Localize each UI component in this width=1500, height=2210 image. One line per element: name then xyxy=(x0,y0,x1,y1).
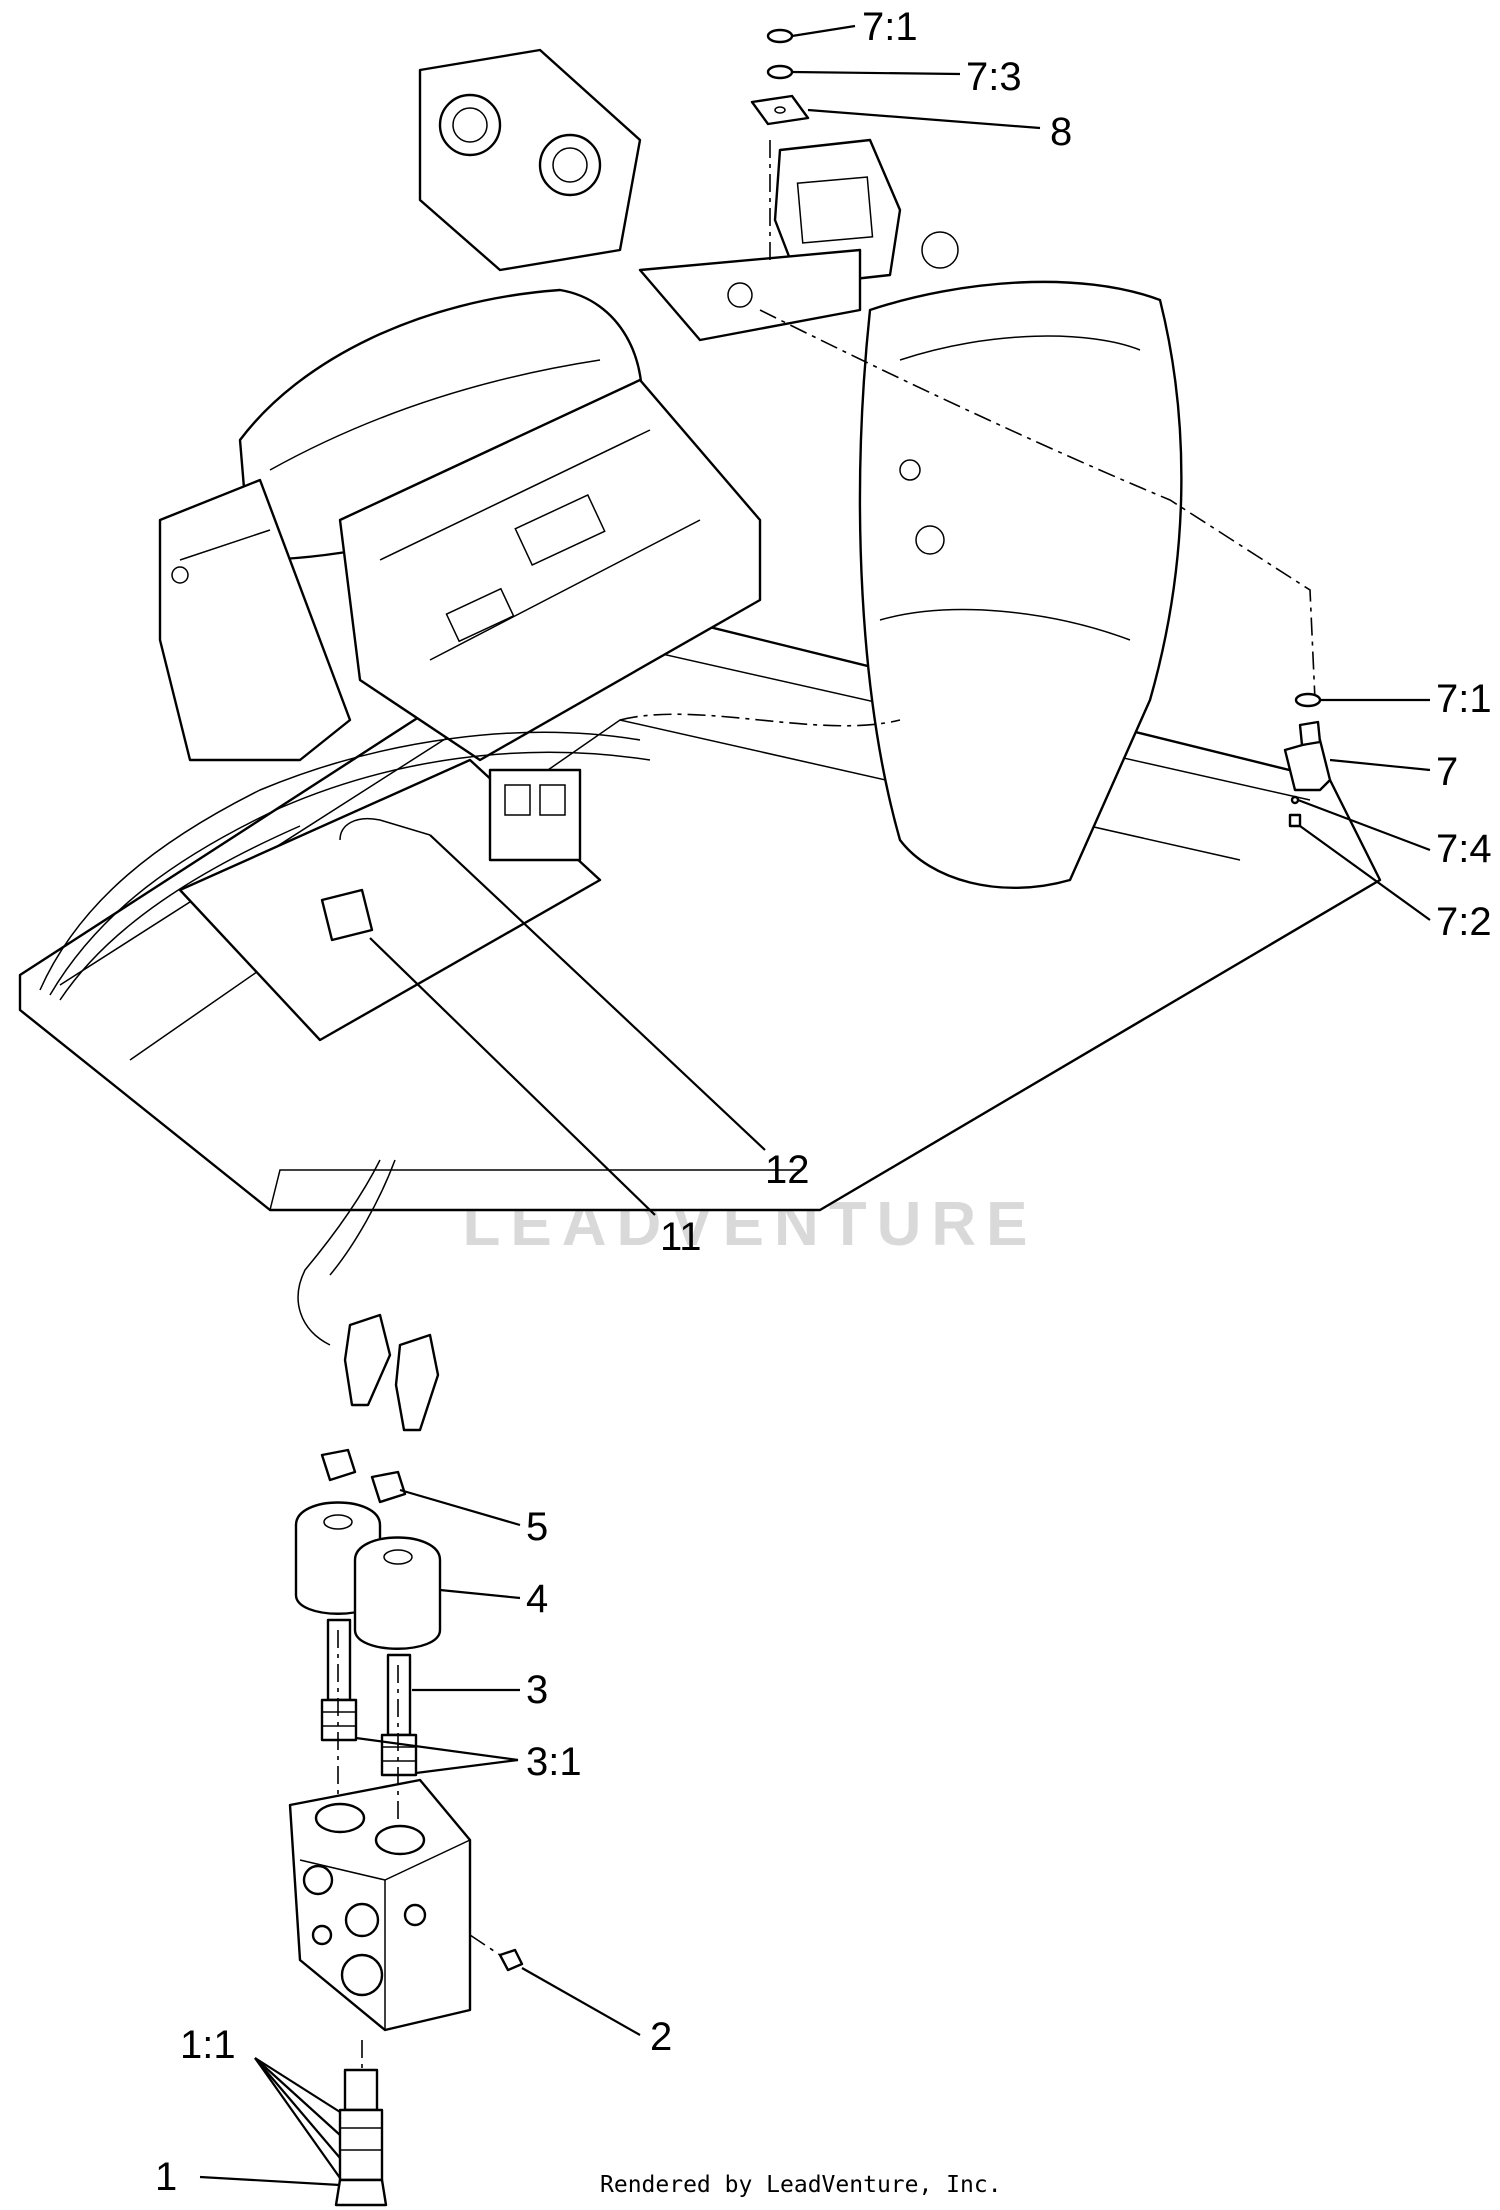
callout-5: 5 xyxy=(526,1505,548,1549)
callout-labels: 7:1 7:3 8 7:1 7 7:4 7:2 12 11 5 4 3 3:1 … xyxy=(155,5,1492,2199)
callout-7: 7 xyxy=(1436,750,1458,794)
leader-lines xyxy=(199,24,1431,2187)
callout-4: 4 xyxy=(526,1577,548,1621)
callout-7-2: 7:2 xyxy=(1436,900,1492,944)
render-credit: Rendered by LeadVenture, Inc. xyxy=(600,2172,1002,2198)
callout-7-1-top: 7:1 xyxy=(862,5,918,49)
callout-7-1-right: 7:1 xyxy=(1436,677,1492,721)
hydraulic-valve-assembly xyxy=(288,1448,524,2207)
callout-7-3: 7:3 xyxy=(966,55,1022,99)
callout-8: 8 xyxy=(1050,110,1072,154)
callout-1-1: 1:1 xyxy=(180,2023,236,2067)
callout-3-1: 3:1 xyxy=(526,1740,582,1784)
switch-assembly xyxy=(1283,692,1332,828)
console-frame-assembly xyxy=(18,48,1382,1432)
switch-mount-hardware xyxy=(750,28,810,126)
callout-11: 11 xyxy=(660,1215,702,1259)
callout-1: 1 xyxy=(155,2155,177,2199)
callout-3: 3 xyxy=(526,1668,548,1712)
callout-7-4: 7:4 xyxy=(1436,827,1492,871)
callout-2: 2 xyxy=(650,2015,672,2059)
callout-12: 12 xyxy=(765,1148,810,1192)
